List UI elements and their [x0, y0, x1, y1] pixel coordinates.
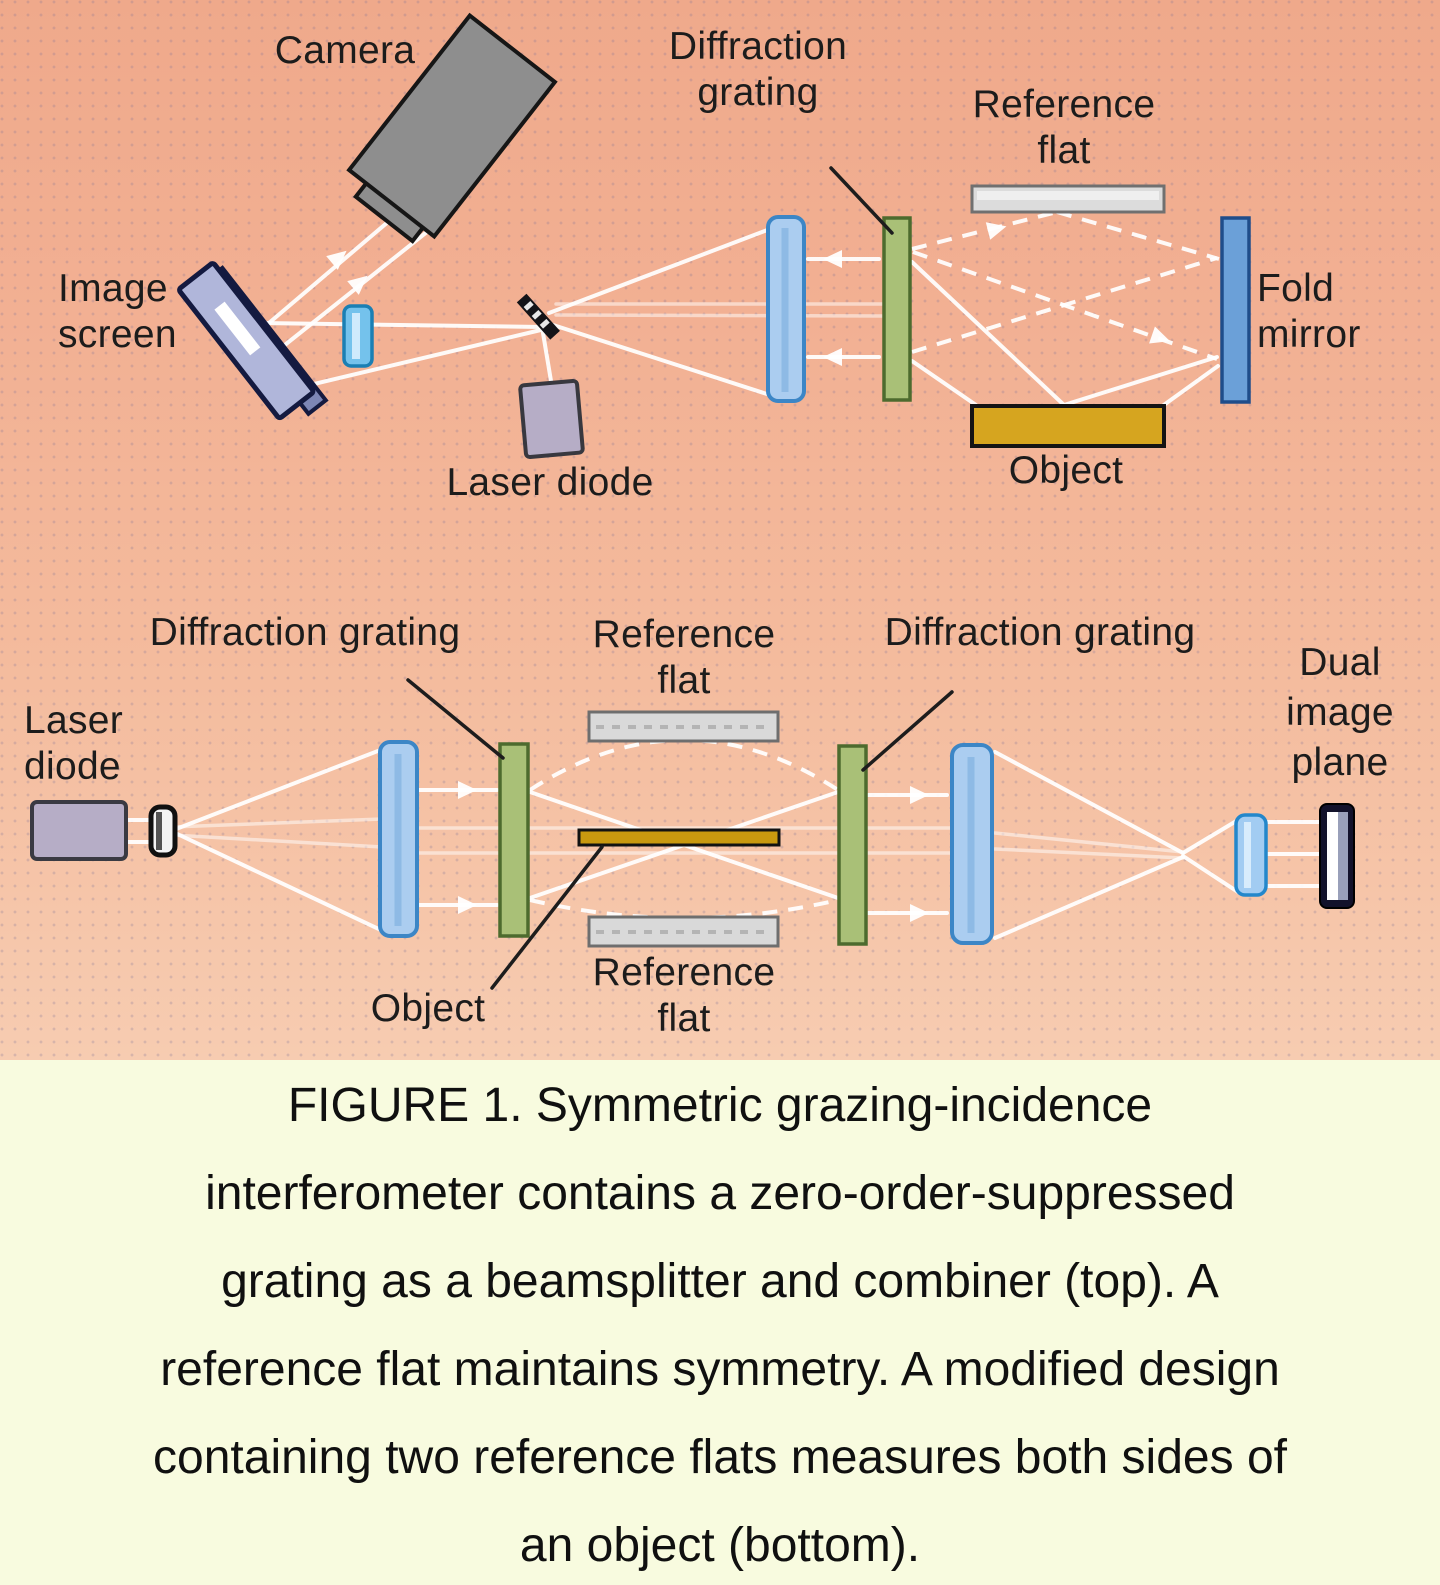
beam-dashed-flat-to-mirror: [1056, 210, 1220, 261]
caption-line-5: containing two reference flats measures …: [153, 1431, 1287, 1484]
top-object-bar: [970, 404, 1166, 448]
arrowhead-return-upper: [823, 250, 842, 268]
label-top-diffraction-grating: Diffraction grating: [668, 25, 848, 114]
label-top-reference-flat: Reference flat: [972, 83, 1156, 172]
arrowhead-b3: [910, 786, 929, 804]
figure-caption: FIGURE 1. Symmetric grazing-incidence in…: [0, 1060, 1440, 1585]
pointer-bottom-grating1: [406, 678, 505, 760]
camera-body: [346, 12, 558, 240]
beam-laser-to-splitter: [541, 331, 554, 389]
label-bottom-grating2: Diffraction grating: [884, 611, 1196, 654]
label-top-object: Object: [1008, 449, 1124, 492]
beam-to-image-screen: [260, 321, 544, 329]
label-image-screen: Image screen: [58, 267, 177, 356]
bottom-small-lens-shape: [1234, 813, 1268, 897]
arrowhead-dashed-up: [985, 222, 1007, 240]
diagram-canvas: [30, 12, 1355, 990]
dual-image-plane-shape: [1319, 803, 1355, 909]
bottom-flat-top-shape: [587, 710, 780, 743]
arrowhead-return-lower: [823, 348, 842, 366]
top-laser-diode: [518, 378, 585, 459]
pointer-top-grating: [829, 166, 894, 235]
beam-splitter-to-lens-bottom: [548, 322, 772, 397]
beam-axis-faint-2: [554, 313, 886, 318]
arrowhead-b2: [458, 896, 477, 914]
bottom-laser-diode: [30, 800, 128, 861]
label-bottom-object: Object: [370, 987, 486, 1030]
label-bottom-laser-diode: Laser diode: [24, 699, 124, 788]
beam-fan-mid-2: [170, 833, 385, 849]
collimator-lens: [148, 804, 178, 858]
bottom-grating2-bar: [837, 744, 868, 946]
caption-line-6: an object (bottom).: [519, 1519, 921, 1572]
collimator-lens-stripe: [156, 812, 162, 850]
bottom-grating1-bar: [498, 742, 530, 938]
top-laser-diode-shape: [518, 378, 585, 459]
beam-to-object: [910, 260, 1066, 407]
bottom-lens1-shape: [378, 740, 419, 938]
beam-dashed-to-flat: [911, 210, 1058, 251]
bottom-lens2-shape: [950, 743, 994, 945]
label-camera: Camera: [274, 29, 416, 72]
dual-image-plane-shade: [1338, 812, 1348, 900]
bottom-object-bar: [577, 828, 781, 847]
top-diagram-beams: [254, 186, 1220, 409]
image-screen-shape: [177, 261, 329, 421]
beamsplitter-stripe-1: [523, 301, 534, 311]
label-bottom-flat-top: Reference flat: [592, 613, 776, 702]
beamsplitter-stripe-2: [531, 309, 542, 320]
arrowhead-dashed-down: [1149, 326, 1170, 344]
arrowhead-b1: [458, 781, 477, 799]
pointer-bottom-grating2: [861, 690, 954, 772]
caption-line-3: grating as a beamsplitter and combiner (…: [221, 1255, 1219, 1308]
beam-diverge-bottom: [1181, 854, 1240, 894]
top-diffraction-grating-bar: [882, 216, 912, 402]
beamsplitter-stripe-3: [539, 318, 550, 329]
beam-splitter-to-lens-top: [547, 227, 772, 315]
top-reference-flat-highlight: [977, 191, 1159, 200]
beam-dashed-arc-top: [528, 738, 840, 792]
beam-converge-mid-2: [993, 847, 1185, 860]
arrowhead-camera-2: [347, 275, 368, 295]
bottom-flat-bottom-shape: [587, 915, 780, 948]
label-dual-image-plane: Dual image plane: [1286, 641, 1394, 784]
caption-line-2: interferometer contains a zero-order-sup…: [205, 1167, 1235, 1220]
label-bottom-flat-bottom: Reference flat: [592, 951, 776, 1040]
beam-dashed-arc-bottom: [529, 898, 839, 920]
beam-to-object-left: [910, 359, 978, 407]
beam-object-right-to-mirror: [1159, 364, 1220, 409]
caption-line-4: reference flat maintains symmetry. A mod…: [160, 1343, 1280, 1396]
beam-fan-bottom: [169, 829, 385, 933]
dual-image-plane-face: [1327, 812, 1338, 900]
beam-converge-top: [993, 750, 1185, 855]
beam-to-image-screen-lower: [270, 327, 547, 396]
arrowhead-camera-1: [326, 250, 347, 270]
beam-diverge-top: [1181, 818, 1240, 855]
label-top-laser-diode: Laser diode: [446, 461, 654, 504]
beam-fan-mid-1: [170, 817, 385, 829]
beam-converge-mid-1: [993, 831, 1185, 854]
optical-diagram: Camera Diffraction grating Reference fla…: [0, 0, 1440, 1060]
bottom-small-lens-highlight: [1244, 822, 1251, 888]
image-screen-slot: [214, 301, 261, 356]
fold-mirror-bar: [1220, 216, 1251, 404]
collimator-lens-shape: [148, 804, 178, 858]
label-fold-mirror: Fold mirror: [1257, 267, 1361, 356]
camera-shape: [346, 12, 558, 244]
top-relay-lens-shape: [342, 304, 374, 368]
beam-object-to-mirror: [1062, 355, 1219, 407]
beamsplitter-shape: [516, 293, 560, 340]
top-relay-lens-highlight: [352, 313, 360, 359]
top-reference-flat-shape: [970, 184, 1166, 214]
pointer-bottom-object: [490, 845, 604, 990]
beam-fan-top: [169, 747, 385, 833]
top-main-lens-shape: [766, 215, 806, 403]
label-bottom-grating1: Diffraction grating: [149, 611, 461, 654]
caption-line-1: FIGURE 1. Symmetric grazing-incidence: [287, 1079, 1153, 1132]
arrowhead-b4: [910, 904, 929, 922]
beam-converge-bottom: [993, 855, 1185, 940]
